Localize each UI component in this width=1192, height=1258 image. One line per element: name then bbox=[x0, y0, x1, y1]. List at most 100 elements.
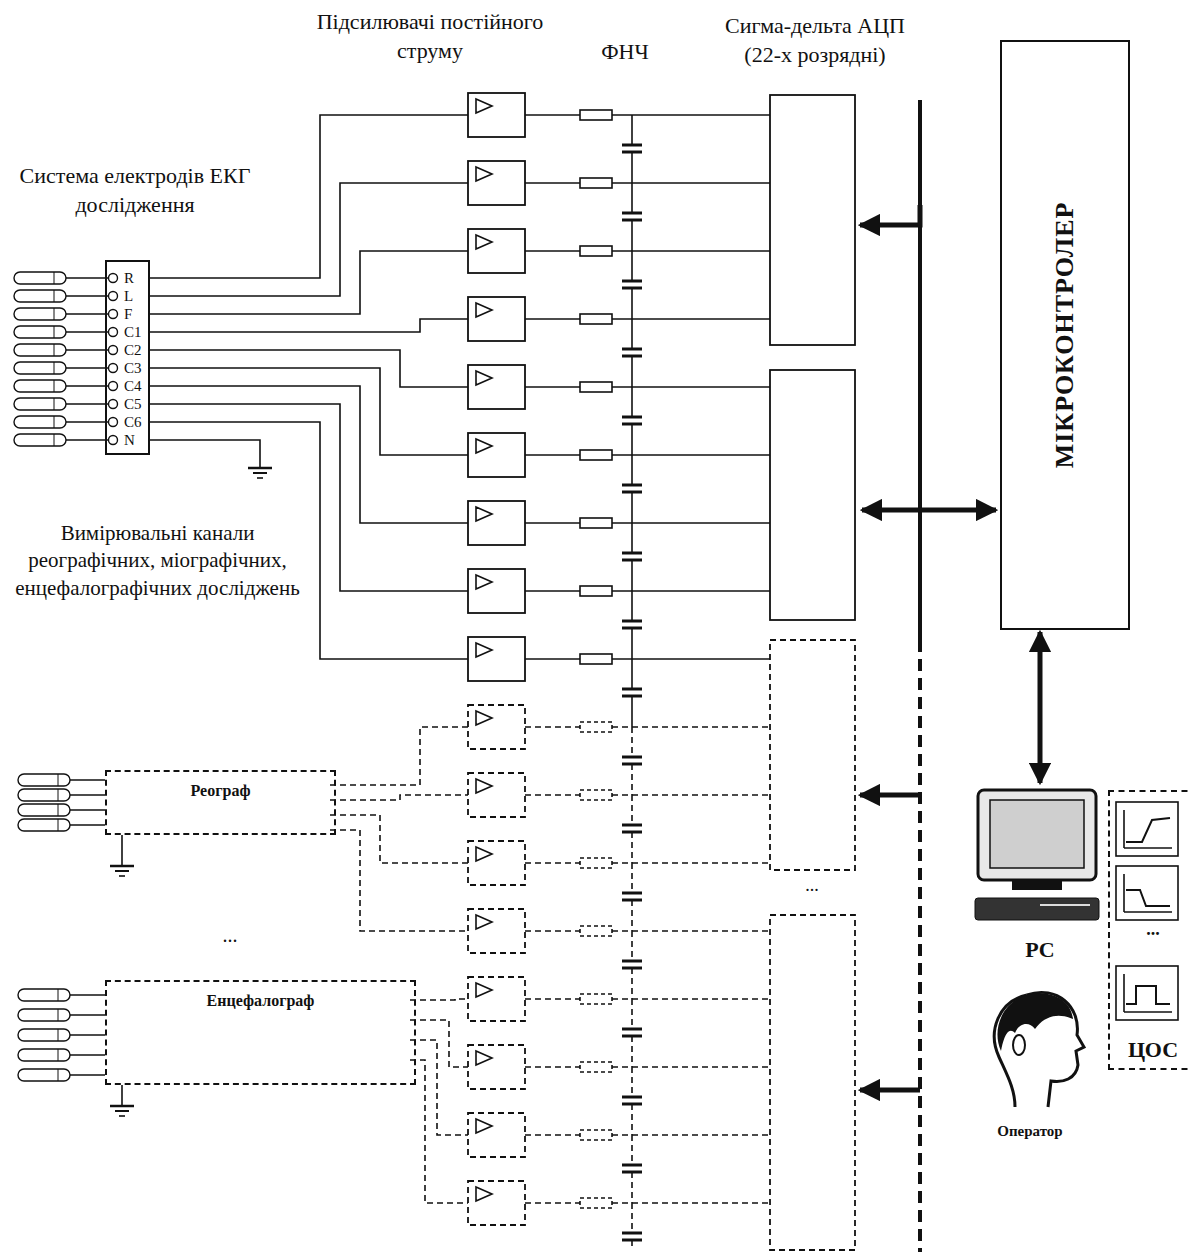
capacitor-lead bbox=[631, 455, 633, 485]
capacitor-lead bbox=[631, 696, 633, 727]
electrode-plug bbox=[54, 362, 55, 374]
node-label: ... bbox=[1110, 920, 1192, 940]
graph-axis bbox=[1123, 874, 1125, 912]
electrode-plug bbox=[14, 290, 66, 302]
electrode-plug bbox=[18, 804, 70, 816]
signal-wire bbox=[612, 794, 770, 796]
filter-resistor bbox=[580, 1198, 612, 1208]
capacitor-lead bbox=[631, 727, 633, 757]
graph-axis bbox=[1123, 974, 1125, 1012]
ground-symbol bbox=[119, 875, 125, 877]
ground-wire bbox=[150, 440, 260, 468]
capacitor-plate bbox=[622, 1028, 642, 1031]
capacitor-lead bbox=[631, 795, 633, 825]
graph-curve bbox=[1126, 818, 1170, 842]
signal-wire bbox=[410, 1060, 468, 1203]
pin-socket bbox=[109, 418, 118, 427]
electrode-plug bbox=[14, 344, 66, 356]
capacitor-plate bbox=[622, 1164, 642, 1167]
capacitor-lead bbox=[631, 999, 633, 1029]
capacitor-lead bbox=[631, 560, 633, 591]
capacitor-lead bbox=[631, 1240, 633, 1247]
electrode-plug bbox=[54, 290, 55, 302]
signal-wire bbox=[330, 795, 468, 800]
electrode-plug bbox=[18, 1029, 70, 1041]
graph-curve bbox=[1126, 986, 1170, 1004]
signal-wire bbox=[612, 930, 770, 932]
electrode-plug bbox=[14, 272, 66, 284]
filter-resistor bbox=[580, 654, 612, 664]
electrode-plug bbox=[58, 819, 59, 831]
microcontroller-box: МІКРОКОНТРОЛЕР bbox=[1000, 40, 1130, 630]
capacitor-lead bbox=[631, 115, 633, 145]
signal-wire bbox=[612, 454, 770, 456]
amplifier-triangle bbox=[476, 1187, 492, 1201]
electrode-plug bbox=[54, 398, 55, 410]
signal-wire bbox=[330, 830, 468, 931]
sigma-delta-adc bbox=[770, 95, 855, 345]
signal-wire bbox=[525, 794, 580, 796]
pin-socket bbox=[109, 274, 118, 283]
electrode-lead bbox=[66, 277, 108, 279]
amplifier-triangle bbox=[476, 847, 492, 861]
column-heading: Сигма-дельта АЦП (22-х розрядні) bbox=[710, 12, 920, 69]
capacitor-plate bbox=[622, 552, 642, 555]
dc-amplifier bbox=[468, 705, 525, 749]
pin-label: C2 bbox=[124, 342, 142, 359]
amplifier-triangle bbox=[476, 99, 492, 113]
dc-amplifier bbox=[468, 773, 525, 817]
ground-symbol bbox=[110, 1105, 134, 1108]
electrode-lead bbox=[66, 385, 108, 387]
electrode-lead bbox=[66, 367, 108, 369]
filter-resistor bbox=[580, 518, 612, 528]
dc-amplifier bbox=[468, 569, 525, 613]
electrode-lead bbox=[70, 1034, 105, 1036]
signal-wire bbox=[150, 386, 468, 523]
electrode-plug bbox=[54, 434, 55, 446]
pin-label: C3 bbox=[124, 360, 142, 377]
filter-resistor bbox=[580, 314, 612, 324]
signal-wire bbox=[525, 1202, 580, 1204]
capacitor-plate bbox=[622, 1232, 642, 1235]
pc-node: PC bbox=[968, 785, 1112, 962]
electrode-plug bbox=[14, 416, 66, 428]
filter-resistor bbox=[580, 858, 612, 868]
ellipsis: ... bbox=[200, 922, 260, 948]
capacitor-lead bbox=[631, 931, 633, 961]
filter-resistor bbox=[580, 246, 612, 256]
amplifier-triangle bbox=[476, 235, 492, 249]
capacitor-lead bbox=[631, 968, 633, 999]
capacitor-lead bbox=[631, 1135, 633, 1165]
capacitor-lead bbox=[631, 591, 633, 621]
filter-resistor bbox=[580, 926, 612, 936]
signal-wire bbox=[525, 454, 580, 456]
capacitor-plate bbox=[622, 144, 642, 147]
filter-resistor bbox=[580, 994, 612, 1004]
node-label: Реограф bbox=[107, 782, 334, 800]
filter-resistor bbox=[580, 178, 612, 188]
electrode-plug bbox=[14, 434, 66, 446]
signal-wire bbox=[410, 999, 468, 1000]
electrode-lead bbox=[66, 313, 108, 315]
capacitor-lead bbox=[631, 764, 633, 795]
dsp-graph bbox=[1116, 802, 1178, 856]
capacitor-plate bbox=[622, 348, 642, 351]
electrode-lead bbox=[66, 295, 108, 297]
sigma-delta-adc bbox=[770, 370, 855, 620]
pin-socket bbox=[109, 310, 118, 319]
capacitor-lead bbox=[631, 1104, 633, 1135]
capacitor-lead bbox=[631, 900, 633, 931]
signal-wire bbox=[525, 726, 580, 728]
pin-label: C1 bbox=[124, 324, 142, 341]
amplifier-triangle bbox=[476, 1119, 492, 1133]
capacitor-lead bbox=[631, 424, 633, 455]
signal-wire bbox=[150, 183, 468, 296]
pin-label: F bbox=[124, 306, 132, 323]
signal-wire bbox=[525, 182, 580, 184]
capacitor-plate bbox=[622, 416, 642, 419]
signal-wire bbox=[612, 182, 770, 184]
filter-resistor bbox=[580, 382, 612, 392]
electrode-plug bbox=[18, 989, 70, 1001]
electrode-plug bbox=[58, 1009, 59, 1021]
bus-arrow bbox=[860, 1088, 920, 1093]
